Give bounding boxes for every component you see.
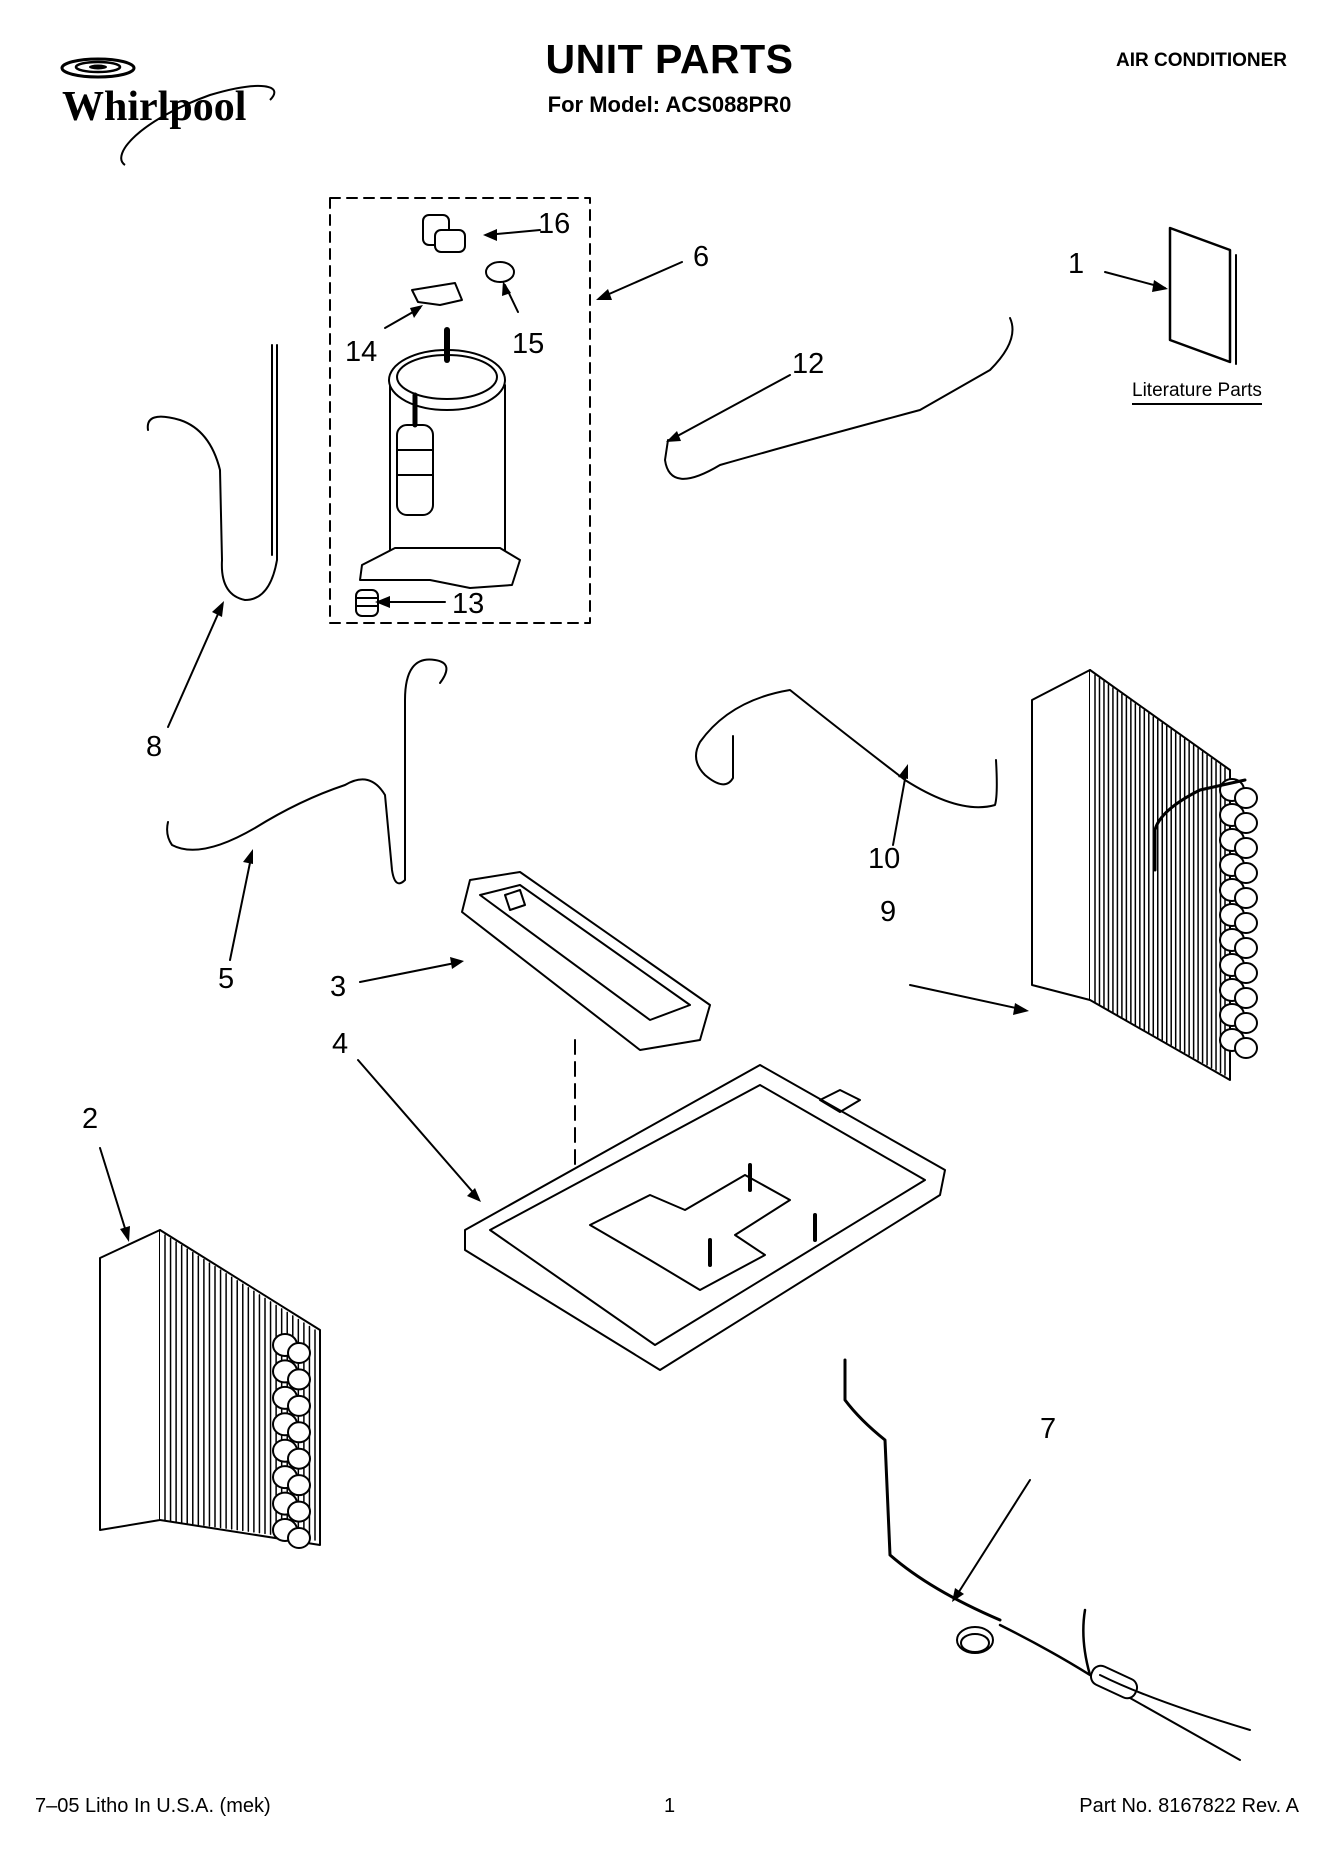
terminal-cover — [485, 261, 515, 283]
callout-15: 15 — [512, 328, 545, 360]
grommet — [355, 589, 379, 617]
drain-tray — [461, 871, 711, 1051]
brand-text: Whirlpool — [62, 84, 246, 130]
tube-12 — [664, 317, 1014, 480]
part-number: Part No. 8167822 Rev. A — [1079, 1795, 1299, 1817]
overload-part — [422, 214, 466, 253]
evaporator-coil — [99, 1229, 321, 1549]
callout-6: 6 — [693, 241, 710, 273]
condenser-coil — [1031, 669, 1258, 1081]
callout-2: 2 — [82, 1103, 99, 1135]
model-subtitle: For Model: ACS088PR0 — [547, 92, 792, 117]
callout-7: 7 — [1040, 1413, 1057, 1445]
leader-lines — [99, 229, 1168, 1602]
tube-5 — [166, 658, 448, 885]
callout-8: 8 — [146, 731, 163, 763]
callout-13: 13 — [452, 588, 485, 620]
compressor — [359, 327, 521, 589]
callout-12: 12 — [792, 348, 825, 380]
callout-4: 4 — [332, 1028, 349, 1060]
product-category: AIR CONDITIONER — [1116, 50, 1287, 71]
compressor-group-box — [329, 197, 591, 624]
page-title: UNIT PARTS — [545, 36, 794, 82]
tube-10 — [695, 689, 998, 809]
page-number: 1 — [663, 1795, 676, 1817]
literature-booklet — [1168, 226, 1232, 364]
callout-9: 9 — [880, 896, 897, 928]
callout-16: 16 — [538, 208, 571, 240]
callout-5: 5 — [218, 963, 235, 995]
whirlpool-logo: Whirlpool — [30, 40, 300, 170]
capillary-tube — [843, 1358, 1251, 1761]
footer-litho: 7–05 Litho In U.S.A. (mek) — [35, 1795, 271, 1817]
base-pan — [464, 1064, 946, 1371]
callout-1: 1 — [1068, 248, 1085, 280]
mount-bracket — [411, 282, 463, 306]
literature-parts-label: Literature Parts — [1132, 380, 1262, 405]
callout-3: 3 — [330, 971, 347, 1003]
tube-8 — [146, 344, 278, 601]
callout-10: 10 — [868, 843, 901, 875]
callout-14: 14 — [345, 336, 378, 368]
